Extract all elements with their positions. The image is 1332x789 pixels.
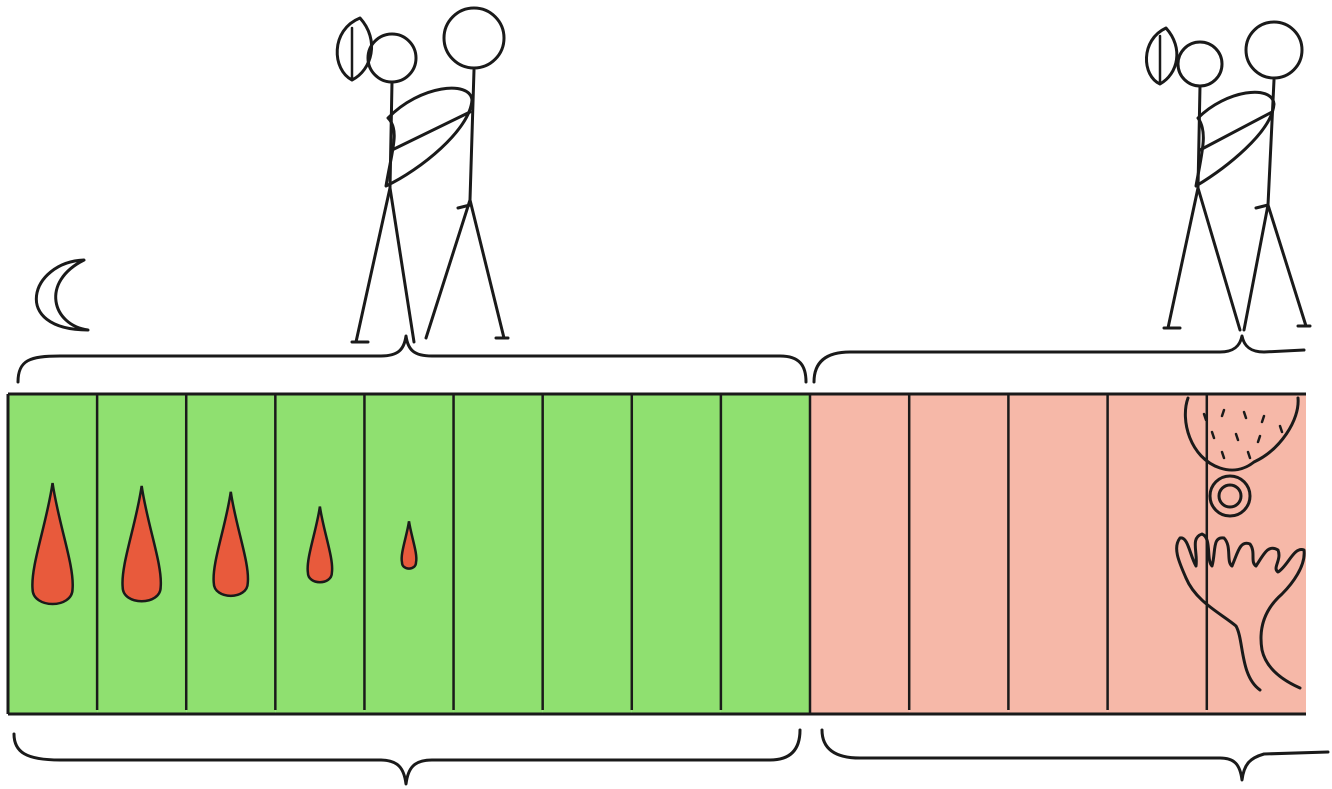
day-cell-pink (1008, 394, 1107, 714)
top-brace-left (18, 336, 806, 382)
day-cell-green (632, 394, 721, 714)
cycle-strip (8, 394, 1306, 714)
bottom-brace-right (822, 730, 1328, 780)
day-cell-green (454, 394, 543, 714)
bottom-brace-left (14, 730, 800, 784)
top-brace-right (814, 336, 1304, 382)
day-cell-pink (909, 394, 1008, 714)
day-cell-green (721, 394, 810, 714)
crescent-moon-icon (36, 260, 88, 330)
day-cell-pink (1207, 394, 1306, 714)
day-cell-pink (810, 394, 909, 714)
couple-figure-icon (337, 8, 508, 342)
day-cell-green (543, 394, 632, 714)
couple-figure-icon (1146, 22, 1310, 330)
